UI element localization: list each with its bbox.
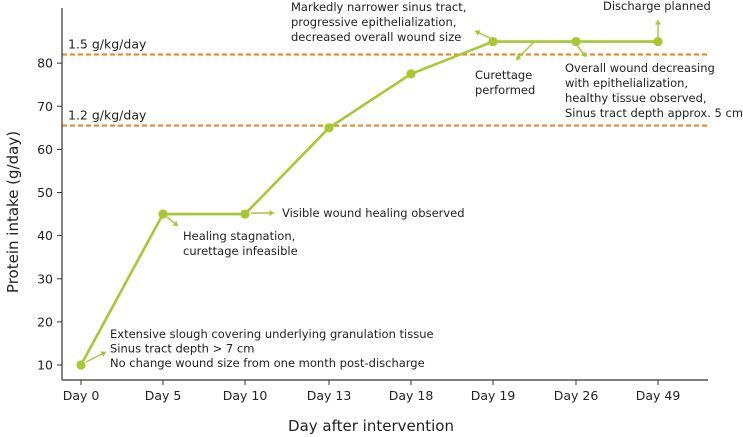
x-axis-title: Day after intervention — [288, 417, 454, 435]
annotation-arrowhead — [654, 20, 662, 25]
y-tick-label: 70 — [37, 99, 53, 114]
protein-intake-series — [76, 36, 663, 370]
series-line — [79, 40, 658, 366]
x-tick-label: Day 49 — [636, 388, 681, 403]
annotation-text: Visible wound healing observed — [282, 206, 465, 220]
annotation-arrowhead — [100, 351, 106, 357]
y-tick-label: 80 — [37, 56, 53, 71]
data-point — [76, 360, 86, 370]
x-tick-label: Day 0 — [63, 388, 100, 403]
y-tick-label: 10 — [37, 358, 53, 373]
annotation: Discharge planned — [603, 0, 711, 37]
x-tick-label: Day 18 — [389, 388, 434, 403]
data-point — [653, 36, 663, 47]
y-tick-label: 40 — [37, 228, 53, 243]
annotation-text: Curettage — [475, 68, 532, 82]
annotation: Visible wound healing observed — [251, 206, 465, 220]
annotation-text: curettage infeasible — [183, 244, 298, 258]
reference-line-label: 1.5 g/kg/day — [68, 37, 147, 52]
annotation-text: progressive epithelialization, — [291, 15, 456, 29]
data-point — [488, 36, 498, 47]
x-tick-label: Day 10 — [223, 388, 268, 403]
annotation-arrowhead — [475, 30, 481, 36]
x-tick-label: Day 19 — [471, 388, 516, 403]
annotation-arrowhead — [580, 51, 586, 57]
annotation-text: healthy tissue observed, — [565, 91, 707, 105]
reference-line-label: 1.2 g/kg/day — [68, 108, 147, 123]
annotation-arrowhead — [172, 220, 178, 226]
reference-lines: 1.5 g/kg/day 1.2 g/kg/day — [62, 37, 708, 127]
x-tick-label: Day 13 — [307, 388, 352, 403]
annotation-text: Markedly narrower sinus tract, — [291, 0, 466, 14]
y-tick-label: 60 — [37, 142, 53, 157]
annotation-text: with epithelialization, — [565, 76, 688, 90]
annotations: Extensive slough covering underlying gra… — [85, 0, 743, 370]
data-point — [324, 123, 334, 133]
data-point — [158, 209, 168, 219]
y-axis-title: Protein intake (g/day) — [4, 131, 22, 293]
annotation: Healing stagnation,curettage infeasible — [166, 216, 298, 258]
x-tick-label: Day 5 — [145, 388, 182, 403]
y-tick-label: 20 — [37, 314, 53, 329]
x-tick-label: Day 26 — [554, 388, 599, 403]
annotation-text: Discharge planned — [603, 0, 711, 13]
annotation: Extensive slough covering underlying gra… — [85, 327, 434, 370]
annotation-text: No change wound size from one month post… — [110, 356, 425, 370]
y-tick-label: 50 — [37, 185, 53, 200]
annotation-text: Healing stagnation, — [183, 229, 295, 243]
data-point — [571, 36, 581, 47]
annotation-text: Overall wound decreasing — [565, 61, 715, 75]
y-tick-label: 30 — [37, 271, 53, 286]
annotation-text: performed — [475, 83, 535, 97]
annotation-text: Sinus tract depth approx. 5 cm — [565, 106, 743, 120]
annotation-arrowhead — [269, 209, 274, 217]
data-point — [406, 69, 416, 79]
annotation: Markedly narrower sinus tract,progressiv… — [291, 0, 491, 44]
data-point — [240, 209, 250, 219]
annotation-text: decreased overall wound size — [291, 30, 461, 44]
annotation-arrowhead — [516, 54, 522, 60]
annotation-text: Sinus tract depth > 7 cm — [110, 342, 254, 356]
annotation-text: Extensive slough covering underlying gra… — [110, 327, 434, 341]
